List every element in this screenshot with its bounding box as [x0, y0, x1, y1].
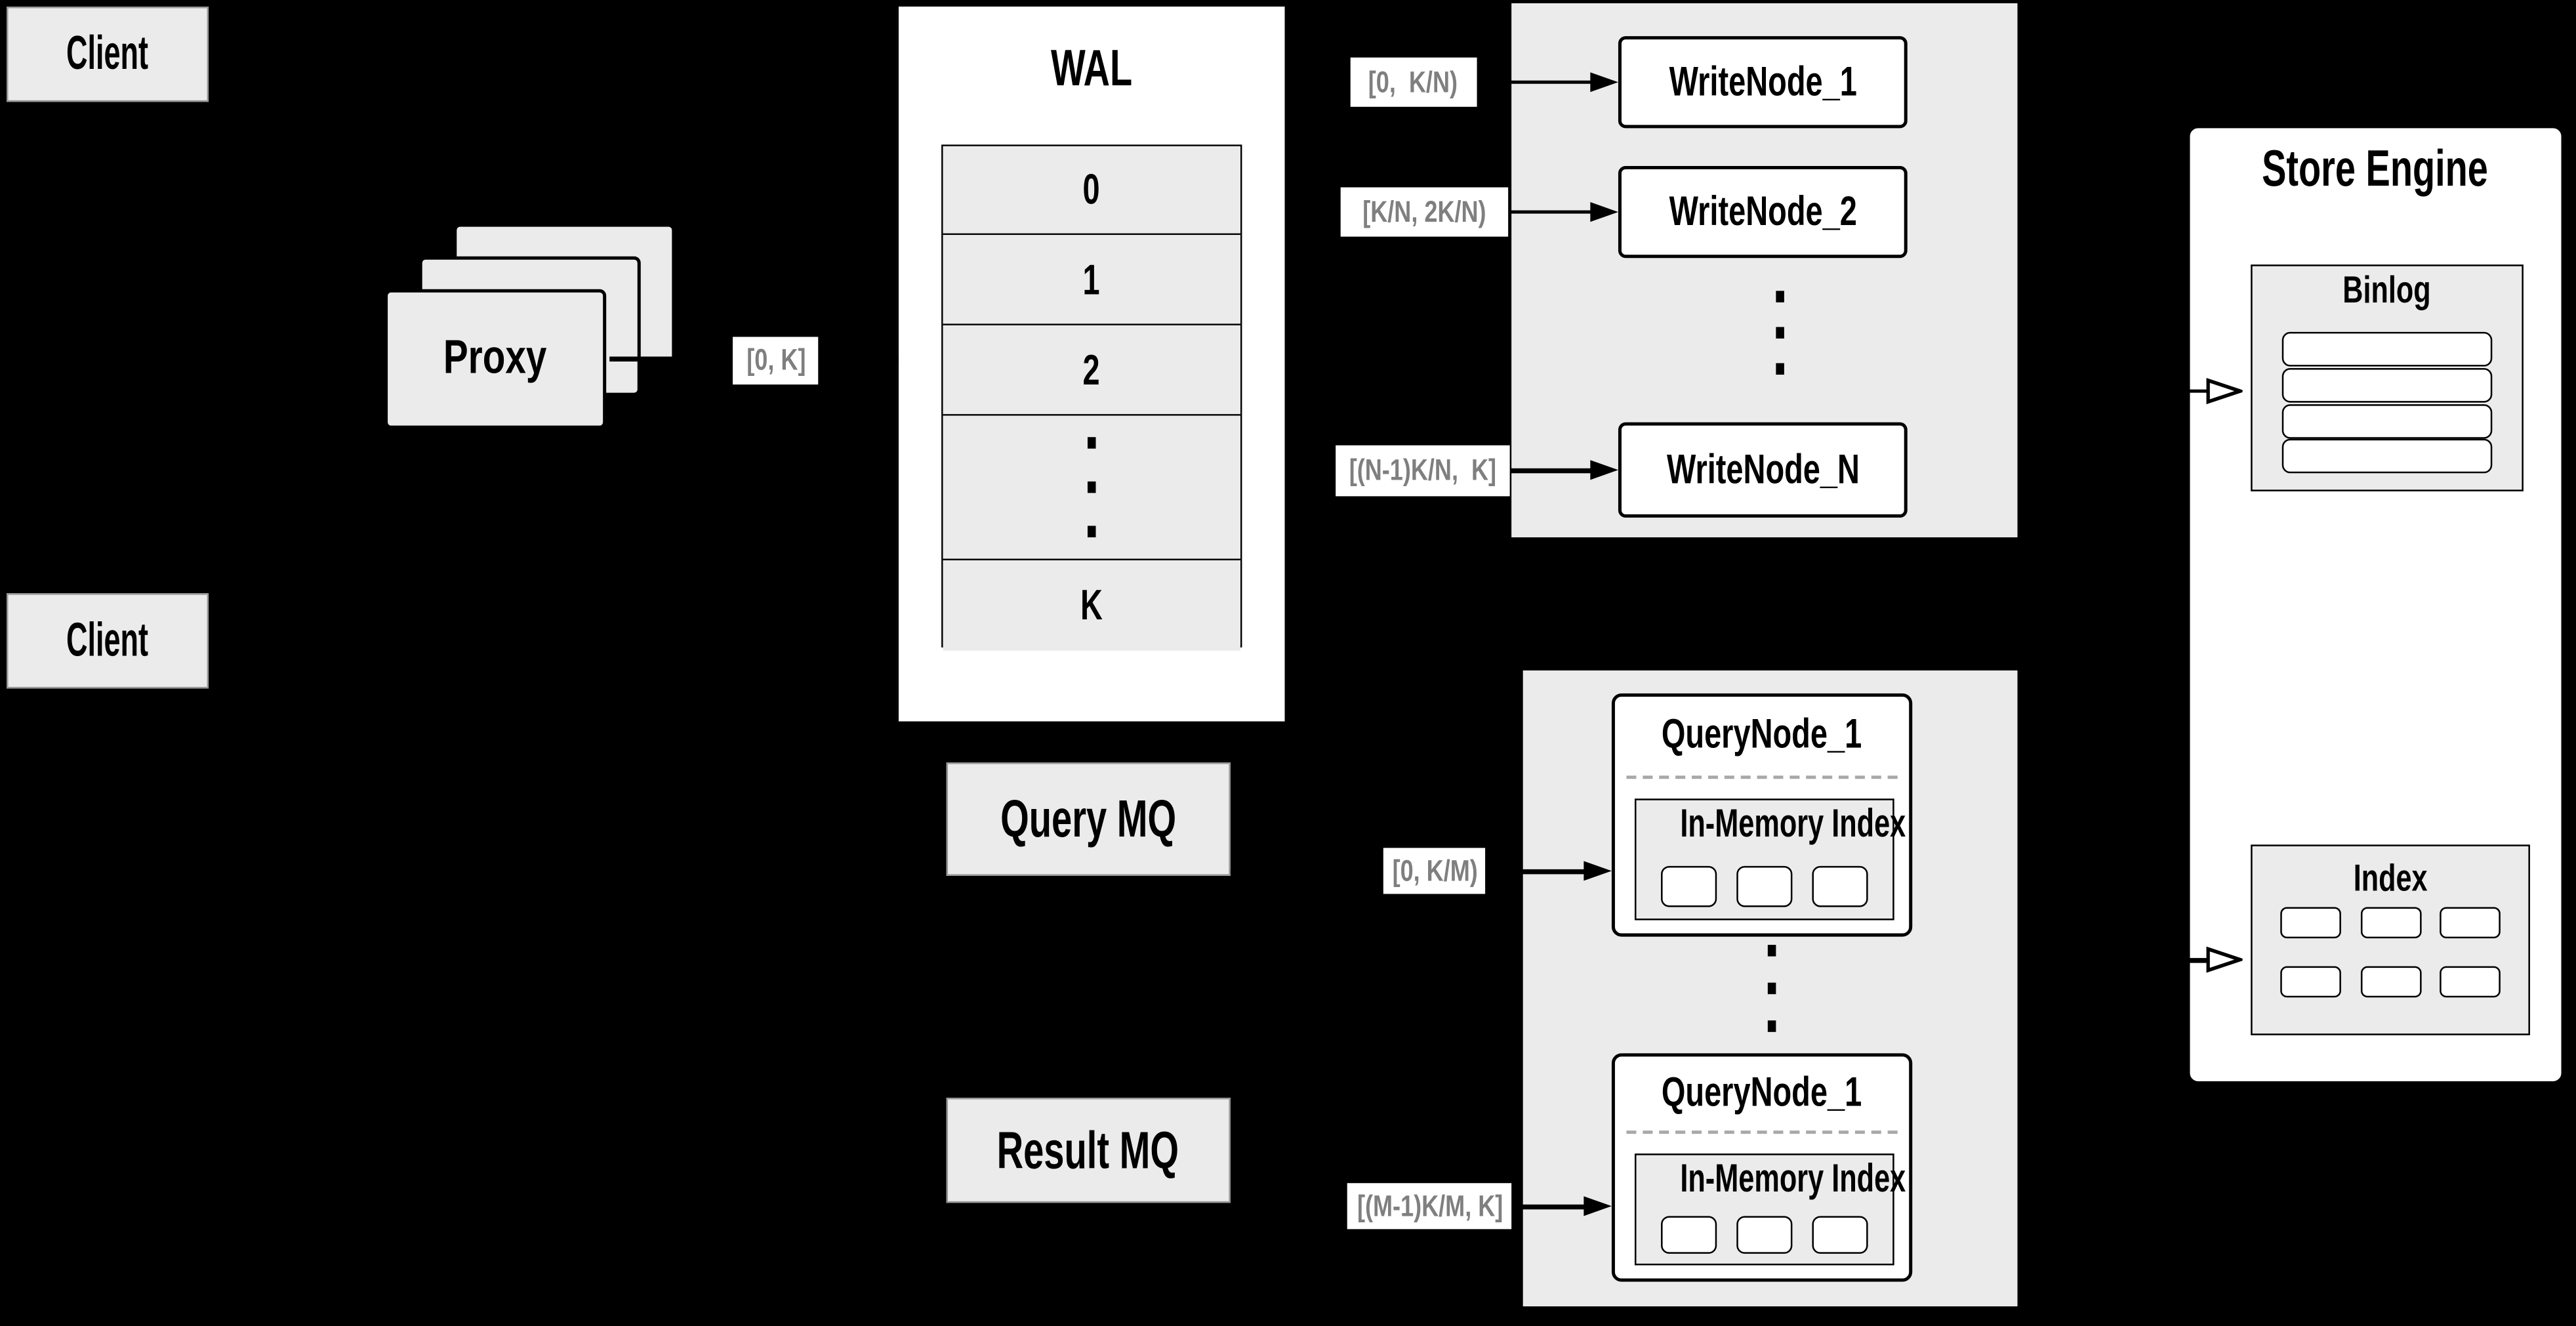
- resultmq-to-querynode-arrow-icon: [1584, 1196, 1612, 1216]
- result-mq-box: Result MQ: [946, 1098, 1231, 1203]
- memory-cell: [1736, 1216, 1793, 1254]
- index-cell-row-1: [2253, 907, 2529, 939]
- to-binlog-open-arrow-icon: [2206, 377, 2243, 404]
- to-index-line: [2148, 959, 2210, 963]
- proxy-to-wal-arrow-icon: [870, 348, 899, 369]
- edge-label-query-range: [0, K/M): [1383, 848, 1486, 894]
- query-node-top-box: QueryNode_1 In-Memory Index: [1611, 693, 1913, 937]
- index-cell: [2360, 966, 2421, 998]
- write-node-2-box: WriteNode_2: [1618, 165, 1908, 259]
- memory-cells: [1636, 865, 1892, 907]
- client-top-label: Client: [66, 27, 149, 80]
- query-node-divider: [1626, 774, 1898, 778]
- wal-segment-row-1: 1: [943, 235, 1240, 325]
- binlog-title: Binlog: [2342, 268, 2432, 311]
- memory-cell: [1661, 865, 1717, 907]
- client-box-top: Client: [7, 7, 209, 102]
- to-binlog-line: [2148, 388, 2210, 393]
- edge-label-result-range: [(M-1)K/M, K]: [1347, 1183, 1512, 1230]
- index-panel: Index: [2251, 844, 2530, 1035]
- binlog-panel: Binlog: [2251, 264, 2524, 491]
- binlog-row: [2281, 439, 2493, 474]
- in-memory-index-panel-top: In-Memory Index: [1634, 798, 1906, 921]
- proxy-label: Proxy: [443, 331, 547, 385]
- wal-to-writenode1-arrow-icon: [1590, 71, 1618, 91]
- wal-panel: WAL 0 1 2 K: [897, 5, 1287, 723]
- ellipsis-dot: [1767, 943, 1776, 956]
- index-cell: [2360, 907, 2421, 939]
- to-index-open-arrow-icon: [2206, 947, 2243, 974]
- write-node-1-box: WriteNode_1: [1618, 36, 1908, 129]
- wal-segment-row-0: 0: [943, 146, 1240, 236]
- memory-cell: [1661, 1216, 1717, 1254]
- memory-cell: [1736, 865, 1793, 907]
- edge-label-proxy-to-wal: [0, K]: [733, 337, 819, 385]
- query-nodes-ellipsis: [1767, 943, 1776, 1031]
- ellipsis-dot: [1776, 327, 1784, 339]
- edge-label-writenode1: [0, K/N): [1350, 57, 1477, 107]
- index-title: Index: [2353, 856, 2428, 899]
- wal-segment-table: 0 1 2 K: [941, 144, 1242, 651]
- edge-label-writenoden: [(N-1)K/N, K]: [1336, 445, 1510, 497]
- in-memory-index-panel-bottom: In-Memory Index: [1634, 1153, 1906, 1266]
- ellipsis-dot: [1767, 982, 1776, 993]
- query-node-bottom-box: QueryNode_1 In-Memory Index: [1611, 1053, 1913, 1282]
- wal-to-writenoden-line: [1506, 468, 1592, 473]
- wal-to-writenoden-arrow-icon: [1590, 460, 1618, 480]
- wal-segment-row-ellipsis: [943, 415, 1240, 561]
- binlog-row: [2281, 404, 2493, 438]
- proxy-box: Proxy: [384, 289, 607, 429]
- client-bottom-label: Client: [66, 613, 149, 667]
- memory-cell: [1812, 865, 1868, 907]
- edge-label-writenode2: [K/N, 2K/N): [1340, 187, 1509, 237]
- ellipsis-dot: [1776, 363, 1784, 375]
- client-box-bottom: Client: [7, 593, 209, 689]
- ellipsis-dot: [1087, 481, 1096, 493]
- write-nodes-ellipsis: [1776, 291, 1784, 375]
- ellipsis-dot: [1767, 1020, 1776, 1031]
- index-cell: [2280, 966, 2341, 998]
- wal-segment-row-2: 2: [943, 325, 1240, 416]
- store-engine-title: Store Engine: [2262, 139, 2489, 197]
- querymq-to-querynode-arrow-icon: [1584, 861, 1612, 881]
- store-engine-panel: Store Engine Binlog Index: [2188, 126, 2564, 1083]
- ellipsis-dot: [1087, 437, 1096, 449]
- wal-title: WAL: [1051, 39, 1133, 97]
- ellipsis-dot: [1087, 526, 1096, 537]
- binlog-rows: [2281, 331, 2493, 474]
- index-cell: [2440, 966, 2501, 998]
- in-memory-index-title: In-Memory Index: [1680, 802, 1906, 846]
- query-node-divider: [1626, 1130, 1898, 1134]
- index-cell: [2280, 907, 2341, 939]
- wal-to-writenode1-line: [1473, 80, 1592, 85]
- binlog-row: [2281, 367, 2493, 403]
- ellipsis-dot: [1776, 291, 1784, 302]
- wal-to-writenode2-line: [1505, 210, 1592, 215]
- in-memory-index-title: In-Memory Index: [1680, 1157, 1906, 1201]
- memory-cells: [1636, 1216, 1892, 1254]
- index-cell: [2440, 907, 2501, 939]
- memory-cell: [1812, 1216, 1868, 1254]
- wal-segment-row-k: K: [943, 560, 1240, 651]
- query-node-bottom-title: QueryNode_1: [1662, 1069, 1862, 1116]
- query-node-top-title: QueryNode_1: [1662, 711, 1862, 758]
- binlog-row: [2281, 331, 2493, 367]
- wal-to-writenode2-arrow-icon: [1590, 201, 1618, 221]
- query-mq-box: Query MQ: [946, 762, 1231, 876]
- index-cell-row-2: [2253, 966, 2529, 998]
- write-node-n-box: WriteNode_N: [1618, 422, 1908, 518]
